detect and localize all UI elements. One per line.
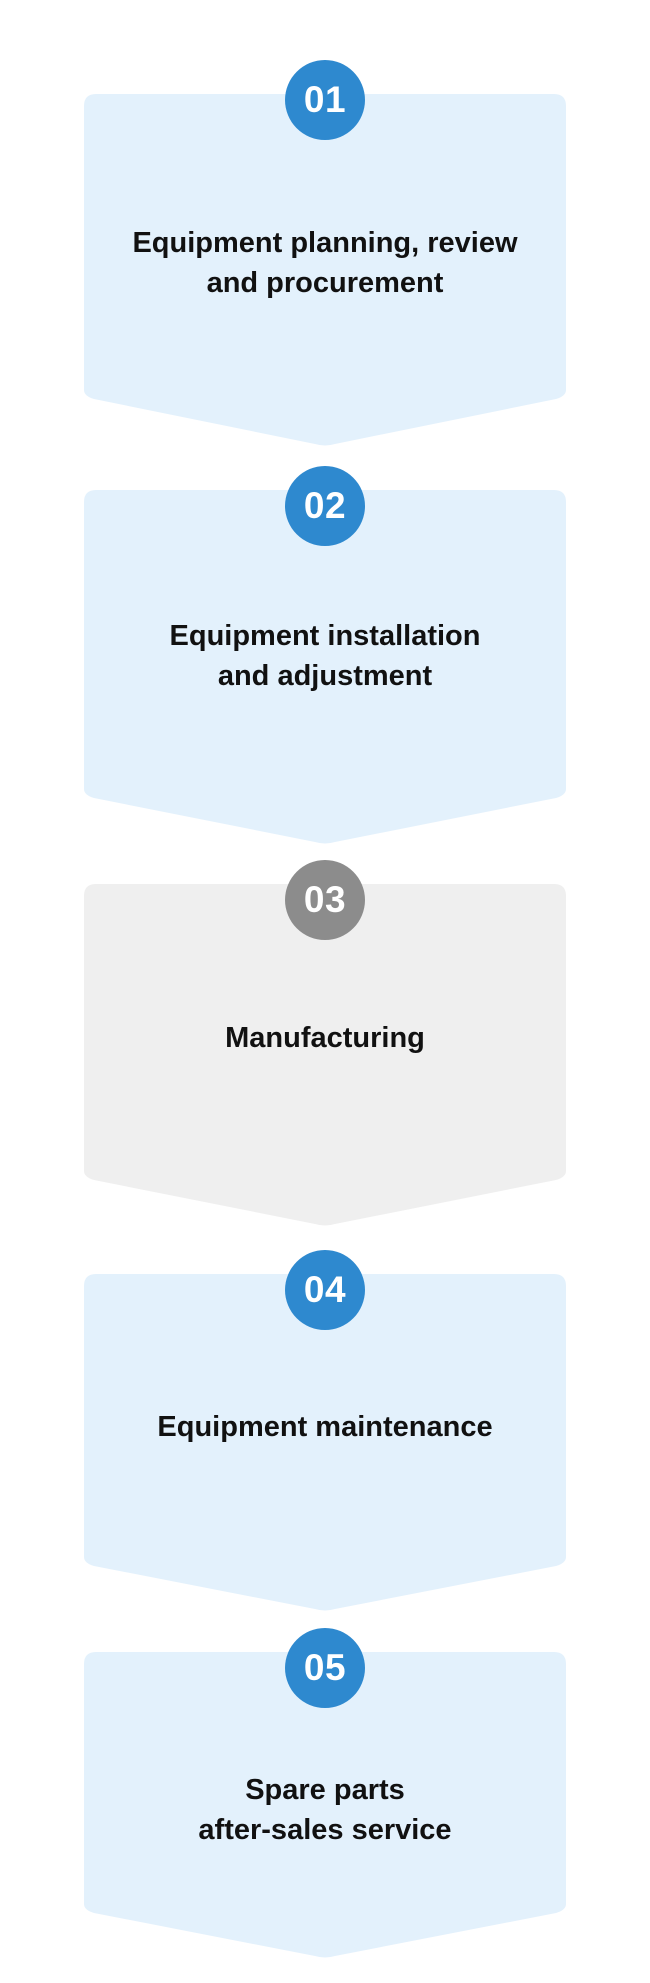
step-4-label: Equipment maintenance [104, 1407, 546, 1447]
step-2-label-line-1: Equipment installation [169, 620, 481, 652]
step-3-number-badge: 03 [285, 860, 365, 940]
step-1-label: Equipment planning, review and procureme… [104, 223, 546, 303]
process-step-3: 03 Manufacturing [84, 860, 566, 1230]
step-5-arrow-panel [84, 1652, 566, 1958]
step-4-number-badge: 04 [285, 1250, 365, 1330]
step-5-label-line-1: Spare parts [245, 1774, 405, 1806]
step-5-label-line-2: after-sales service [198, 1814, 452, 1846]
step-3-label-line-1: Manufacturing [225, 1022, 425, 1054]
step-1-arrow-panel [84, 94, 566, 446]
step-5-label: Spare parts after-sales service [104, 1770, 546, 1850]
step-4-label-line-1: Equipment maintenance [157, 1411, 493, 1443]
step-1-number-badge: 01 [285, 60, 365, 140]
step-1-label-line-1: Equipment planning, review [132, 227, 518, 259]
step-2-label-line-2: and adjustment [217, 660, 433, 692]
process-step-4: 04 Equipment maintenance [84, 1250, 566, 1615]
step-2-label: Equipment installation and adjustment [104, 616, 546, 696]
process-step-5: 05 Spare parts after-sales service [84, 1628, 566, 1961]
step-5-number-badge: 05 [285, 1628, 365, 1708]
step-3-label: Manufacturing [104, 1018, 546, 1058]
step-1-label-line-2: and procurement [206, 267, 444, 299]
step-2-number-badge: 02 [285, 466, 365, 546]
process-step-1: 01 Equipment planning, review and procur… [84, 60, 566, 450]
step-3-arrow-panel [84, 884, 566, 1226]
step-2-arrow-panel [84, 490, 566, 844]
process-step-2: 02 Equipment installation and adjustment [84, 466, 566, 846]
step-4-arrow-panel [84, 1274, 566, 1611]
